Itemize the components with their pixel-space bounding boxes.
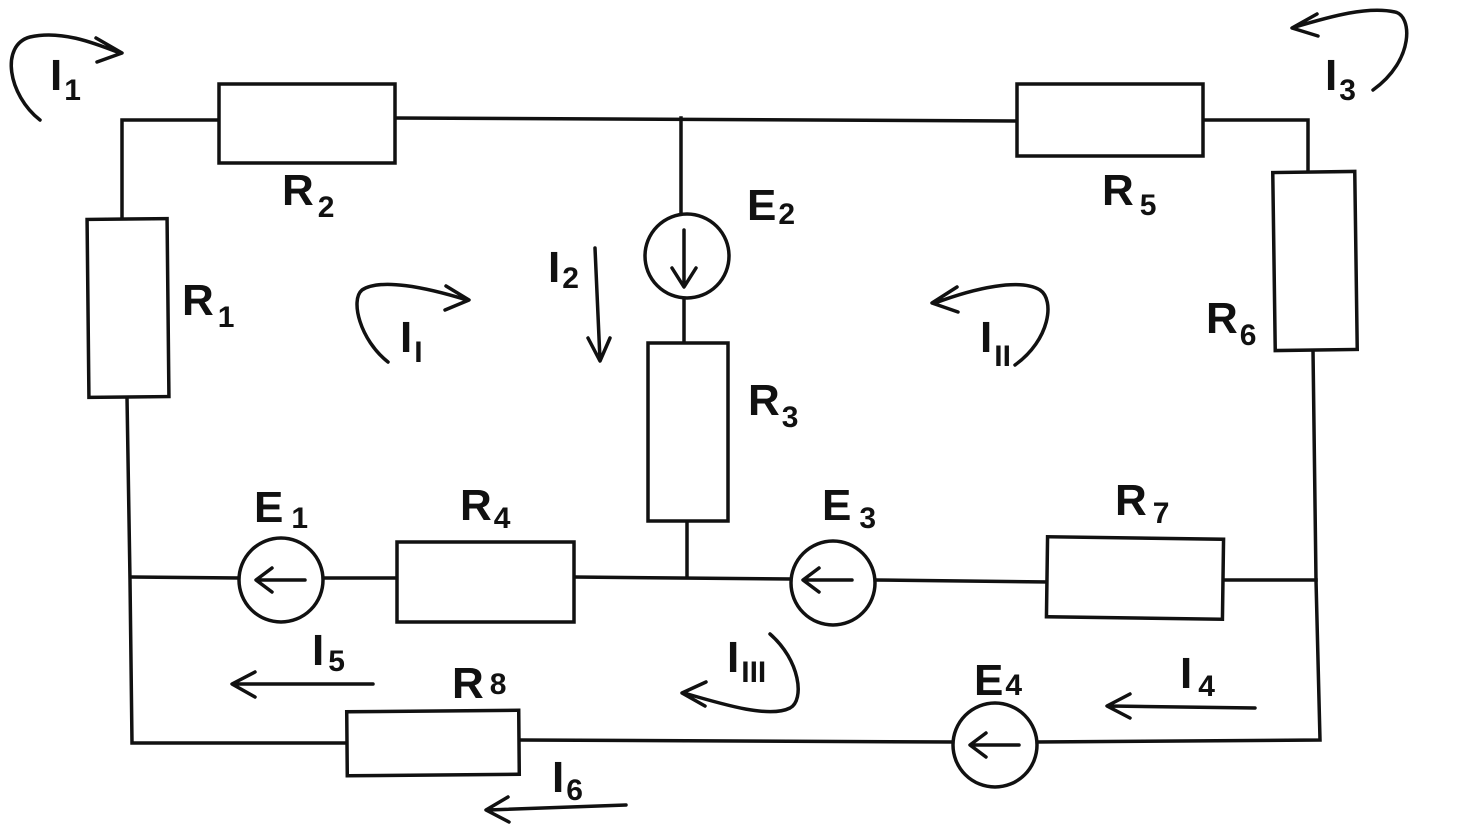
sources [237, 212, 1039, 789]
label-r4: R4 [460, 481, 511, 535]
label-i6: I6 [552, 753, 583, 807]
current-arrow-i2-icon [586, 246, 612, 363]
label-e2: E2 [747, 181, 795, 231]
loop-arrows [9, 8, 1409, 714]
label-loop-3: IIII [727, 633, 766, 689]
resistors [85, 82, 1360, 778]
resistor-r5-icon [1015, 82, 1205, 158]
resistor-r6-icon [1270, 169, 1360, 353]
label-i2: I2 [548, 243, 579, 295]
current-arrow-i6-icon [484, 795, 628, 824]
resistor-r3-icon [646, 341, 730, 523]
resistor-r2-icon [217, 82, 397, 165]
wire-top-middle [393, 116, 1019, 123]
current-arrow-i4-icon [1105, 692, 1257, 720]
label-e4: E4 [974, 656, 1022, 705]
loop-arrow-l2-icon [930, 282, 1050, 367]
label-loop-2: III [980, 313, 1011, 373]
label-r6: R6 [1206, 294, 1256, 352]
label-i3: I3 [1325, 51, 1356, 107]
current-arrows [230, 246, 1257, 824]
resistor-r4-icon [395, 540, 576, 624]
resistor-r1-icon [85, 216, 171, 400]
wire-h-left [130, 575, 240, 580]
wire-right [1035, 348, 1322, 744]
wires [120, 116, 1322, 745]
label-r3: R3 [748, 376, 798, 434]
wire-top-right [1201, 118, 1310, 175]
source-e4-icon [951, 701, 1039, 789]
wire-top-left [120, 118, 222, 222]
wire-bottom-mid [518, 738, 955, 744]
resistor-r7-icon [1044, 535, 1226, 621]
wire-h-e3-r7 [873, 578, 1050, 584]
source-e3-icon [789, 539, 877, 627]
wire-left [125, 395, 350, 745]
loop-arrow-l1-icon [355, 282, 471, 364]
loop-arrow-l3-icon [680, 632, 800, 714]
loop-arrow-i1-icon [9, 33, 124, 122]
label-i1: I1 [50, 51, 81, 107]
resistor-r8-icon [344, 708, 522, 778]
label-loop-1: II [400, 313, 423, 369]
current-arrow-i5-icon [230, 670, 375, 699]
source-e2-icon [643, 212, 731, 300]
loop-arrow-i3-icon [1290, 8, 1409, 92]
wire-h-r4-e3 [572, 575, 792, 581]
source-e1-icon [237, 536, 325, 624]
